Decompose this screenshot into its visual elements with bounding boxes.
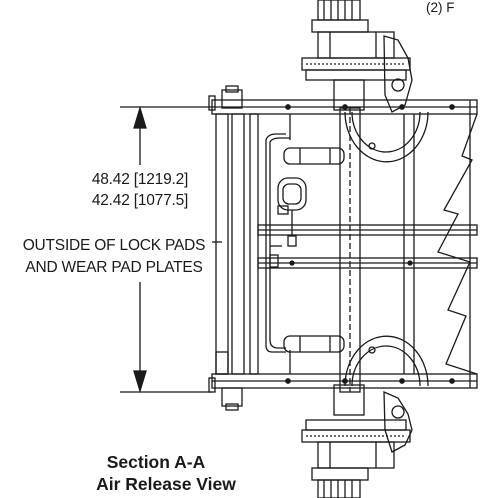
air-cylinders [283, 147, 345, 353]
wheel-arcs [344, 111, 429, 387]
corner-note: (2) F [426, 0, 455, 15]
dimension-line [120, 105, 212, 394]
air-hoses [265, 133, 290, 353]
dimension-value-1: 48.42 [1219.2] [91, 171, 189, 188]
axle-tube [339, 107, 361, 393]
dimension-note-2: AND WEAR PAD PLATES [25, 259, 203, 276]
end-brackets [215, 85, 243, 411]
top-wheel-hub [301, 0, 413, 113]
dimension-note-1: OUTSIDE OF LOCK PADS [22, 237, 206, 254]
dimension-value-2: 42.42 [1077.5] [91, 192, 189, 209]
section-title: Section A-A [106, 452, 206, 472]
air-release-valve [269, 177, 307, 268]
bottom-wheel-hub [301, 384, 413, 498]
break-line [437, 113, 478, 375]
section-subtitle: Air Release View [96, 474, 236, 494]
frame-bolts [285, 104, 455, 384]
main-frame [208, 95, 478, 393]
